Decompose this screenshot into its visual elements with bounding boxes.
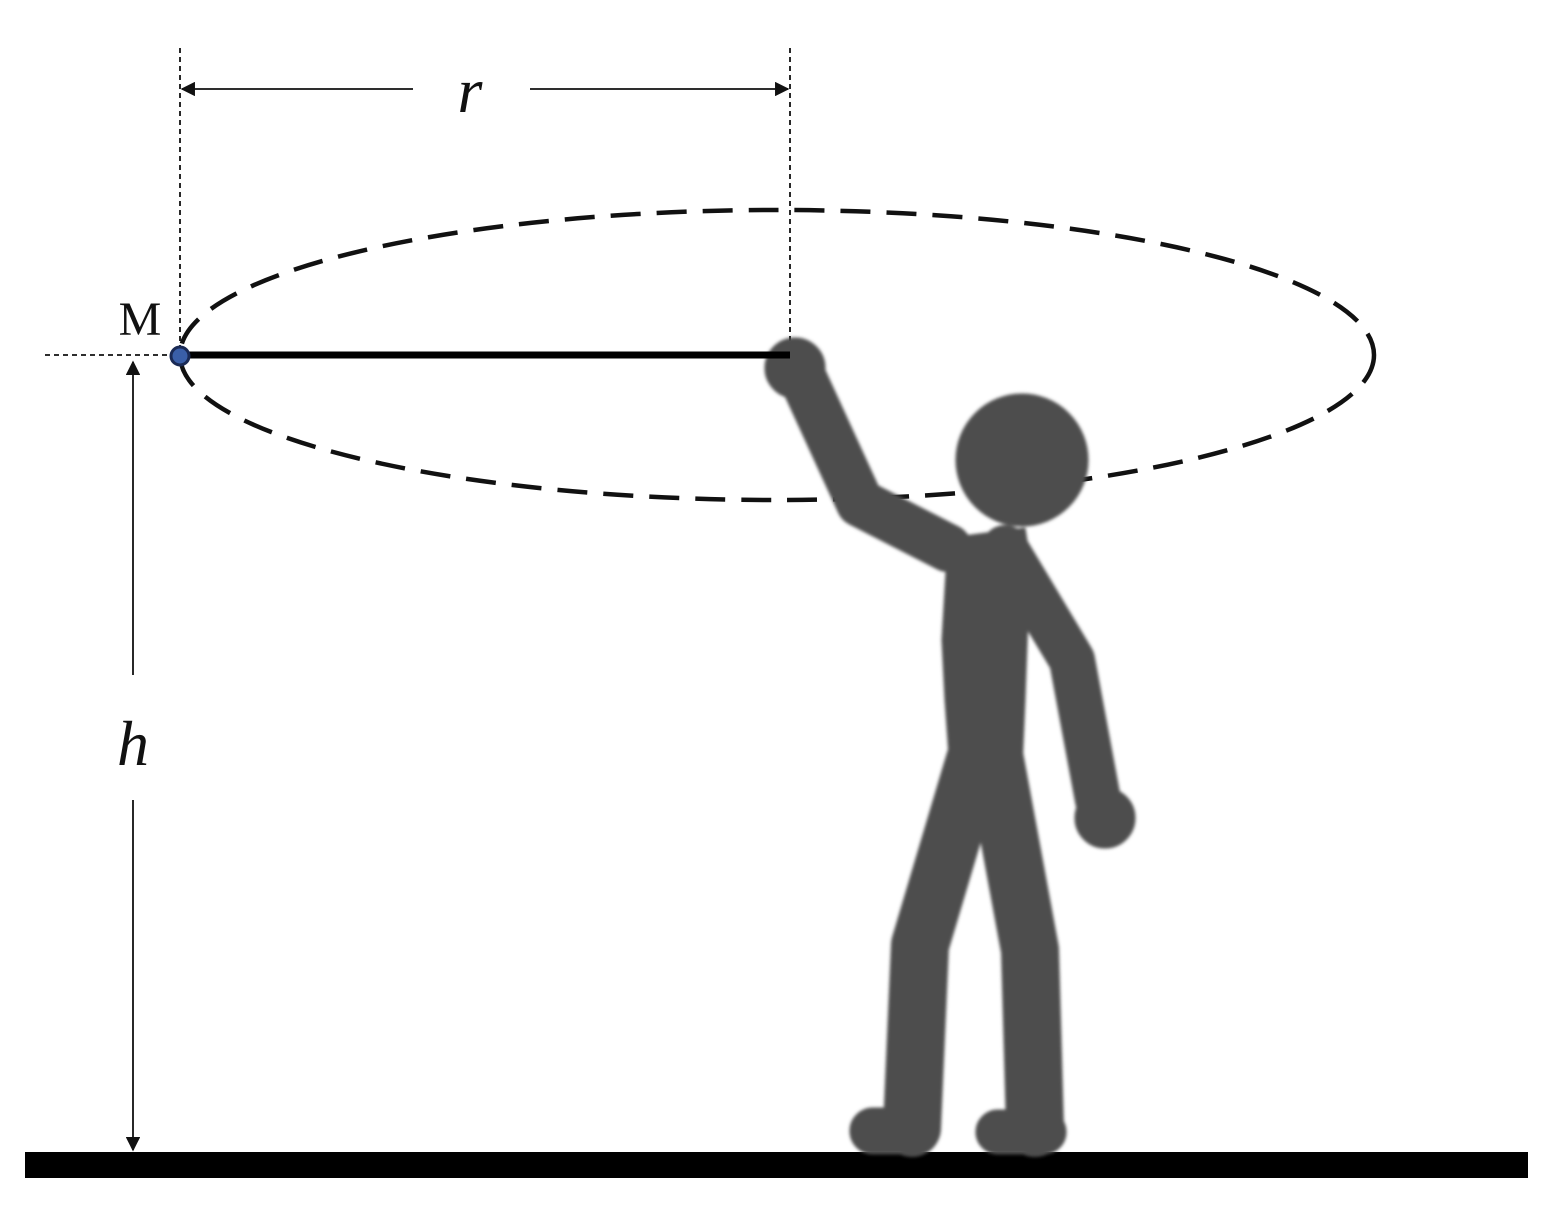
person-left-leg [883,731,1004,1157]
person-right-foot [975,1109,1067,1155]
r-label: r [458,55,484,126]
mass-point [169,345,191,367]
person-lowered-hand [1074,787,1136,849]
ground-bar [25,1152,1528,1178]
person-raised-hand [764,337,826,399]
h-label: h [117,708,149,779]
person-left-foot [849,1107,939,1155]
person-lowered-arm [982,525,1121,823]
circular-path [177,207,1377,503]
person-head [955,393,1089,527]
person-silhouette [764,337,1136,1157]
person-raised-arm [776,348,972,572]
person-right-leg [966,731,1064,1157]
mass-label: M [119,293,162,346]
